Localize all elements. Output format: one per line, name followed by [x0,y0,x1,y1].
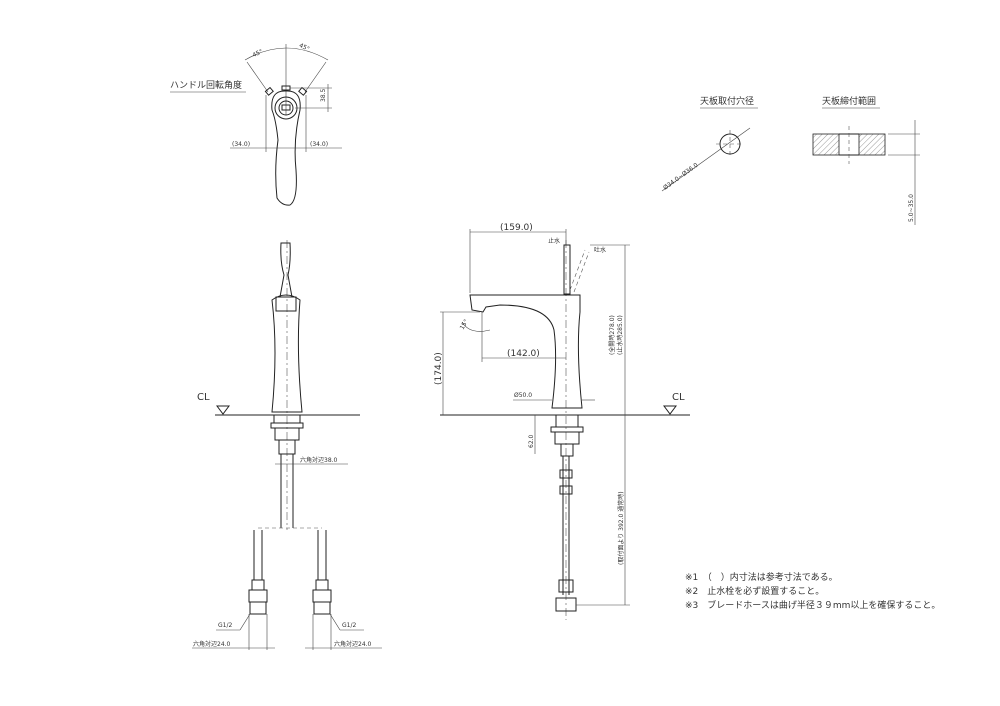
hose-length-dim: (取付面より 392.0 通常時) [617,491,625,565]
dim-right: (34.0) [310,141,328,148]
note-3: ※3 ブレードホースは曲げ半径３９mm以上を確保すること。 [685,599,940,611]
stop-label: 止水 [548,237,560,245]
handle-view-title: ハンドル回転角度 [170,79,242,91]
cl-label-front: CL [197,392,210,403]
counter-range-view: 天板締付範囲 5.0~35.0 [812,95,920,225]
hole-diameter-view: 天板取付穴径 Ø34.0~Ø36.0 [661,95,758,192]
counter-range-dim: 5.0~35.0 [908,194,915,222]
spout-height-dim: (174.0) [434,352,444,385]
angle-right-label: 45° [298,42,311,53]
offset-dim: 38.5 [320,88,327,102]
handle-rotation-view: ハンドル回転角度 45° 45° 38.5 (34.0) (34.0) [170,42,342,206]
thread-right-label: G1/2 [342,622,356,629]
notes: ※1 （ ）内寸法は参考寸法である。 ※2 止水栓を必ず設置すること。 ※3 ブ… [685,571,940,611]
thread-left-label: G1/2 [218,622,232,629]
front-view: CL 六角対辺38.0 G1/2 G1/2 六角対辺24.0 六角対辺24.0 [192,240,382,650]
note-1: ※1 （ ）内寸法は参考寸法である。 [685,571,838,583]
open-label: 吐水 [594,246,606,254]
angle-label: 15° [459,318,470,331]
spout-reach-dim: (142.0) [507,349,540,359]
reach-dim: (159.0) [500,223,533,233]
hex-left-label: 六角対辺24.0 [193,640,231,648]
angle-left-label: 45° [251,48,264,59]
hex-right-label: 六角対辺24.0 [334,640,372,648]
hole-title: 天板取付穴径 [700,95,754,107]
total-height-dim: (全開時278.0) [608,315,616,355]
hex-main-label: 六角対辺38.0 [300,456,338,464]
base-dia-dim: Ø50.0 [514,392,532,399]
note-2: ※2 止水栓を必ず設置すること。 [685,585,824,597]
stop-height-dim: (止水時285.0) [616,315,624,355]
side-view: CL (159.0) 止水 吐水 15° (142.0) (174.0) Ø50… [434,223,690,620]
dim-left: (34.0) [232,141,250,148]
cl-label-side: CL [672,392,685,403]
shank-len-dim: 62.0 [528,434,535,448]
counter-title: 天板締付範囲 [822,95,876,107]
hole-dia-dim: Ø34.0~Ø36.0 [662,162,700,192]
